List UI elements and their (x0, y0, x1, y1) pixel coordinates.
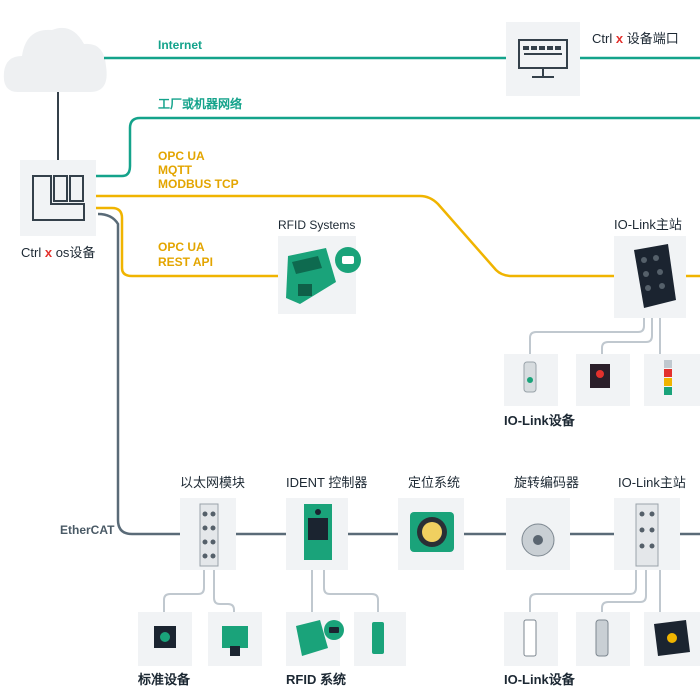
iolink-device-bottom-2[interactable] (576, 612, 630, 666)
positioning-system-device[interactable] (398, 498, 464, 570)
iolink-devices-bottom-label: IO-Link设备 (504, 672, 575, 687)
ctrlx-port-brand: Ctrl (592, 31, 613, 46)
standard-device-2[interactable] (208, 612, 262, 666)
ethernet-module-device[interactable] (180, 498, 236, 570)
opcua-mqtt-line (96, 194, 700, 278)
iolink-master-top[interactable] (614, 236, 686, 318)
protocols-label: OPC UA MQTT MODBUS TCP (158, 149, 239, 191)
ctrlx-os-x: x (44, 245, 53, 260)
internet-label: Internet (158, 38, 203, 52)
ctrlx-port-x: x (615, 31, 624, 46)
standard-devices-label: 标准设备 (138, 672, 191, 687)
positioning-label: 定位系统 (408, 475, 461, 490)
iolink-master-bottom[interactable] (614, 498, 680, 570)
ctrlx-os-label: Ctrl x os设备 (21, 245, 95, 261)
cloud-icon (3, 27, 107, 92)
factory-network-line (96, 116, 700, 178)
protocols2-label: OPC UA REST API (158, 240, 213, 270)
rfid-systems-device[interactable] (278, 236, 361, 314)
iolink-device-top-1[interactable] (504, 354, 558, 406)
protocol-opcua: OPC UA (158, 149, 205, 163)
ctrlx-port-suffix: 设备端口 (623, 31, 679, 46)
rfid-system-label: RFID 系统 (286, 672, 346, 687)
encoder-label: 旋转编码器 (514, 475, 580, 490)
ident-controller-device[interactable] (286, 498, 348, 570)
ethernet-module-label: 以太网模块 (180, 475, 246, 490)
iolink-device-bottom-3[interactable] (644, 612, 700, 666)
iolink-devices-top-label: IO-Link设备 (504, 413, 575, 428)
protocol-mqtt: MQTT (158, 163, 192, 177)
iolink-device-bottom-1[interactable] (504, 612, 558, 666)
ethercat-label: EtherCAT (60, 523, 115, 537)
iolink-top-links (529, 318, 661, 354)
ethernet-module-links (163, 570, 235, 612)
ctrlx-os-device[interactable] (20, 160, 96, 236)
opcua-rest-line (96, 206, 278, 278)
iolink-device-top-3[interactable] (644, 354, 700, 406)
protocol-modbus: MODBUS TCP (158, 177, 239, 191)
ctrlx-os-suffix: os设备 (52, 245, 96, 260)
iolink-bottom-links (529, 570, 661, 612)
iolink-device-top-2[interactable] (576, 354, 630, 406)
rfid-systems-label: RFID Systems (278, 218, 356, 232)
factory-network-label: 工厂或机器网络 (158, 97, 243, 111)
ethercat-line (97, 212, 180, 536)
ctrlx-device-port[interactable] (506, 22, 580, 96)
iolink-master-bottom-label: IO-Link主站 (618, 475, 686, 490)
ctrlx-port-label: Ctrl x 设备端口 (592, 31, 679, 47)
rotary-encoder-device[interactable] (506, 498, 570, 570)
standard-device-1[interactable] (138, 612, 192, 666)
protocol2-rest: REST API (158, 255, 213, 269)
ident-controller-links (311, 570, 379, 612)
rfid-system-device-1[interactable] (286, 612, 344, 666)
ident-controller-label: IDENT 控制器 (286, 475, 368, 490)
rfid-system-device-2[interactable] (354, 612, 406, 666)
iolink-master-top-label: IO-Link主站 (614, 217, 682, 232)
protocol2-opcua: OPC UA (158, 240, 205, 254)
ctrlx-os-brand: Ctrl (21, 245, 42, 260)
